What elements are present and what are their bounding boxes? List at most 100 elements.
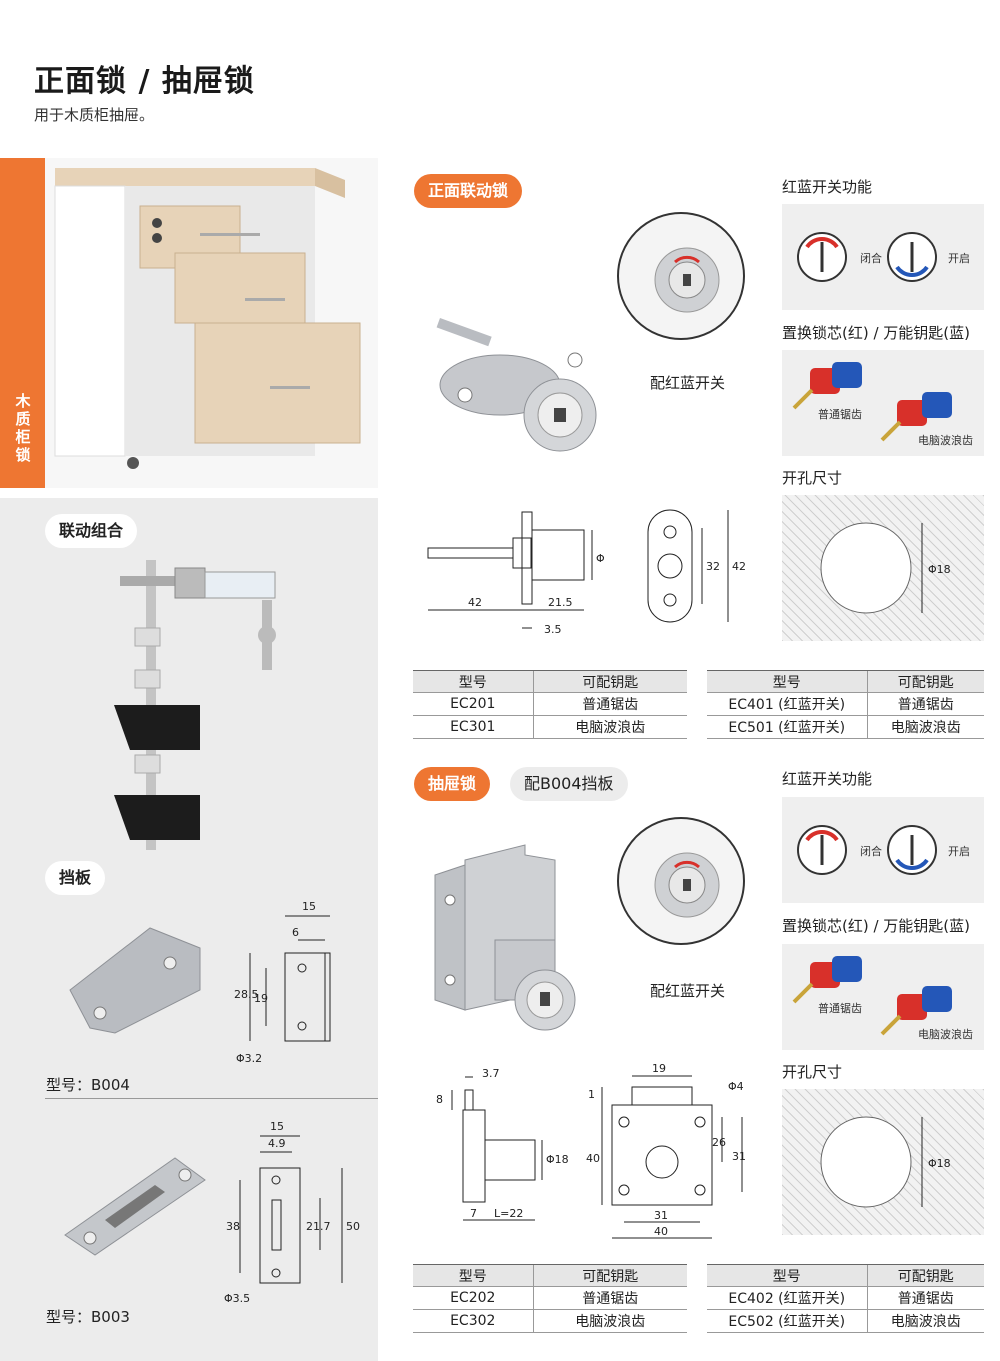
s2-table-right: 型号可配钥匙 EC402 (红蓝开关)普通锯齿 EC502 (红蓝开关)电脑波浪… [707,1264,984,1333]
s2-close-label: 闭合 [860,845,882,858]
s1-hole-dim: Φ18 [928,563,951,576]
b004-model: 型号：B004 [46,1076,130,1094]
table-header: 型号 [413,1264,533,1287]
baffle-pill: 挡板 [45,861,106,895]
b003-dim-21-7: 21.7 [306,1220,331,1233]
s2-dim-phi4: Φ4 [728,1080,744,1093]
drawer-cabinet-illustration [45,158,378,488]
baffle-b003-photo [64,1157,206,1256]
table-cell: 普通锯齿 [866,1286,984,1310]
page-title: 正面锁 / 抽屉锁 [34,64,255,99]
section1-red-blue-caption: 配红蓝开关 [650,374,726,392]
s2-dim-40-bottom: 40 [654,1225,668,1238]
s1-close-label: 闭合 [860,252,882,265]
b004-dim-15: 15 [302,900,316,913]
s1-keys-icons [792,362,952,442]
s2-dim-19: 19 [652,1062,666,1075]
s2-key-wave: 电脑波浪齿 [918,1028,973,1041]
s2-keys-icons [792,956,952,1036]
b004-dim-hole: Φ3.2 [236,1052,262,1065]
s2-hole-title: 开孔尺寸 [782,1063,843,1081]
b004-dim-19: 19 [254,992,268,1005]
b003-dim-hole: Φ3.5 [224,1292,250,1303]
s2-dim-31-bottom: 31 [654,1209,668,1222]
linkage-rod-illustration [114,560,276,850]
s2-dim-8: 8 [436,1093,443,1106]
s2-open-label: 开启 [948,845,970,858]
red-blue-switch-closeup-1 [617,212,745,340]
table-row: EC402 (红蓝开关)普通锯齿 [707,1286,984,1310]
s1-dim-42: 42 [468,596,482,609]
table-row: EC501 (红蓝开关)电脑波浪齿 [707,715,984,739]
table-cell: 普通锯齿 [866,692,984,716]
table-cell: EC301 [413,715,533,739]
s1-dim-42-front: 42 [732,560,746,573]
table-cell: 电脑波浪齿 [866,715,984,739]
b003-dim-50: 50 [346,1220,360,1233]
section1-side-drawing: 42 21.5 3.5 Φ18 [427,511,605,636]
table-header: 可配钥匙 [866,670,984,693]
s2-dim-l22: L=22 [494,1207,523,1220]
table-cell: 普通锯齿 [532,692,687,716]
s2-dim-31-right: 31 [732,1150,746,1163]
red-blue-switch-closeup-2 [617,817,745,945]
table-row: EC401 (红蓝开关)普通锯齿 [707,692,984,716]
section1-pill: 正面联动锁 [414,174,523,208]
s2-hole-drawing: Φ18 [820,1116,951,1208]
table-cell: 电脑波浪齿 [532,715,687,739]
b003-dim-4-9: 4.9 [268,1137,286,1150]
b004-dim-6: 6 [292,926,299,939]
table-cell: EC202 [413,1286,533,1310]
baffle-b004-photo [69,927,201,1034]
s1-hole-box: Φ18 [782,495,984,641]
section2-pill: 抽屉锁 [414,767,491,801]
s2-core-title: 置换锁芯(红) / 万能钥匙(蓝) [782,917,970,935]
s1-dim-32: 32 [706,560,720,573]
side-tab-label: 木质柜锁 [15,392,31,464]
s1-open-label: 开启 [948,252,970,265]
s1-keys-box [782,350,984,456]
side-tab [0,158,45,488]
table-cell: EC201 [413,692,533,716]
b003-dim-15: 15 [270,1120,284,1133]
table-header: 可配钥匙 [532,1264,687,1287]
table-cell: EC402 (红蓝开关) [707,1286,867,1310]
s2-switch-title: 红蓝开关功能 [782,770,873,788]
s1-switch-title: 红蓝开关功能 [782,178,873,196]
s1-switch-box [782,204,984,310]
s2-dim-7: 7 [470,1207,477,1220]
s2-keys-box [782,944,984,1050]
s1-table-right: 型号可配钥匙 EC401 (红蓝开关)普通锯齿 EC501 (红蓝开关)电脑波浪… [707,670,984,739]
table-header: 型号 [707,670,867,693]
s2-dim-40-left: 40 [586,1152,600,1165]
s1-core-title: 置换锁芯(红) / 万能钥匙(蓝) [782,324,970,342]
table-cell: EC302 [413,1309,533,1333]
left-gray-panel [0,498,378,1361]
section1-front-drawing: 32 42 [647,509,746,623]
s2-dim-phi18: Φ18 [546,1153,569,1166]
page-subtitle: 用于木质柜抽屉。 [34,106,155,124]
s2-switch-box [782,797,984,903]
s1-dim-3-5: 3.5 [544,623,562,636]
table-header: 型号 [413,670,533,693]
s2-dim-26: 26 [712,1136,726,1149]
s1-key-normal: 普通锯齿 [818,408,862,421]
s2-switch-icons [797,825,937,875]
front-linkage-lock-photo [436,318,597,452]
s1-key-wave: 电脑波浪齿 [918,434,973,447]
s2-hole-dim: Φ18 [928,1157,951,1170]
table-cell: 普通锯齿 [532,1286,687,1310]
section2-red-blue-caption: 配红蓝开关 [650,982,726,1000]
baffle-b003-drawing: 15 4.9 38 21.7 50 Φ3.5 [224,1120,360,1303]
s1-hole-title: 开孔尺寸 [782,469,843,487]
s2-dim-3-7: 3.7 [482,1067,500,1080]
section2-side-drawing: 3.7 8 7 L=22 Φ18 [436,1067,569,1221]
s2-hole-box: Φ18 [782,1089,984,1235]
table-cell: EC502 (红蓝开关) [707,1309,867,1333]
table-row: EC502 (红蓝开关)电脑波浪齿 [707,1309,984,1333]
